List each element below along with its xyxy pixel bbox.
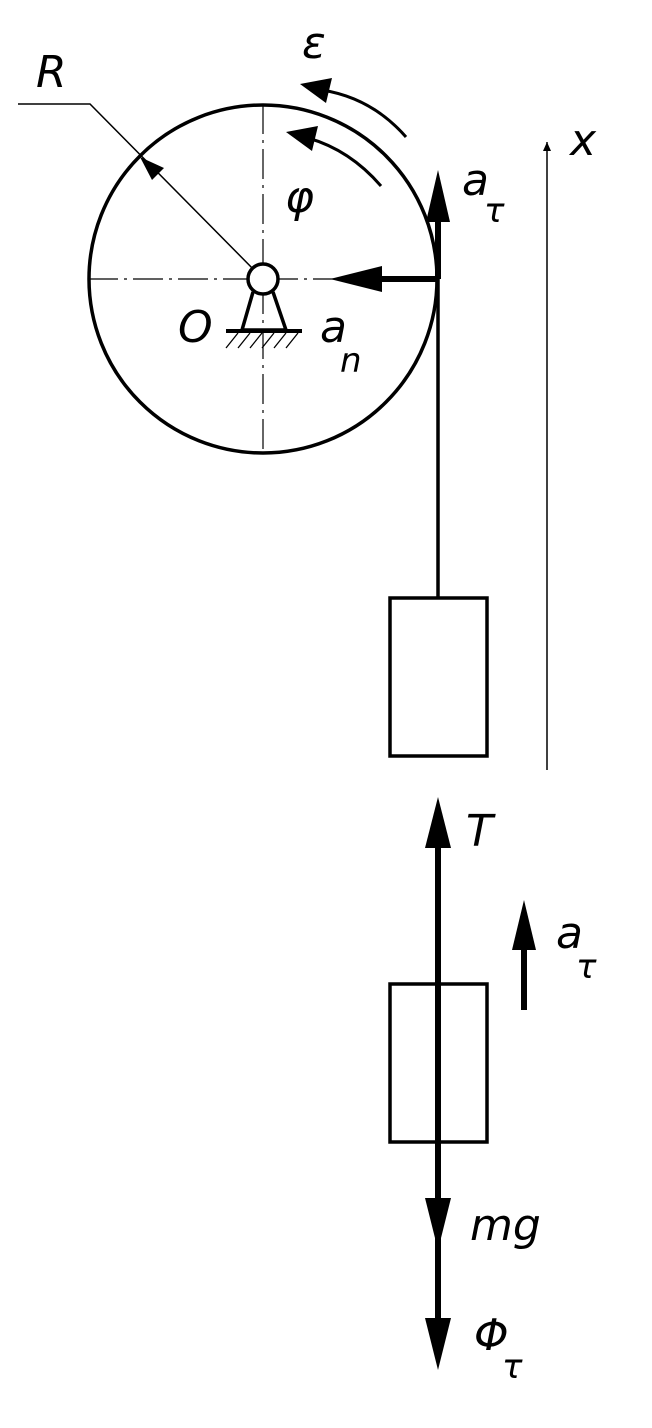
label-normal-accel-sub: n [340, 341, 362, 381]
axle-pin [246, 262, 280, 296]
ground-hatching [225, 332, 299, 349]
label-block-accel-sub: τ [576, 947, 597, 987]
label-phi: φ [285, 172, 314, 223]
inertia-force-arrowhead [425, 1318, 451, 1370]
label-inertia-force-sub: τ [502, 1347, 523, 1387]
block-accel-vector [512, 900, 536, 1010]
label-normal-accel: a [320, 302, 347, 353]
phi-arc-arrow [286, 126, 383, 187]
epsilon-arc-arrow [300, 78, 408, 138]
normal-accel-vector [330, 266, 438, 292]
label-epsilon: ε [302, 18, 326, 69]
rim-tangential-accel-vector [426, 170, 450, 279]
radius-arrowhead [140, 157, 164, 180]
label-rim-accel: a [462, 155, 489, 206]
label-center: O [178, 302, 213, 353]
label-radius: R [36, 47, 67, 98]
tension-arrowhead [425, 797, 451, 848]
label-rim-accel-sub: τ [484, 191, 505, 231]
label-axis-x: x [568, 115, 597, 166]
label-block-accel: a [556, 908, 583, 959]
label-weight: mg [470, 1200, 541, 1251]
label-inertia-force: Φ [474, 1310, 509, 1361]
support-legs [239, 291, 289, 332]
label-tension: T [466, 806, 496, 857]
hanging-block [388, 596, 489, 758]
radius-leader [18, 103, 264, 280]
weight-arrowhead [425, 1198, 451, 1250]
